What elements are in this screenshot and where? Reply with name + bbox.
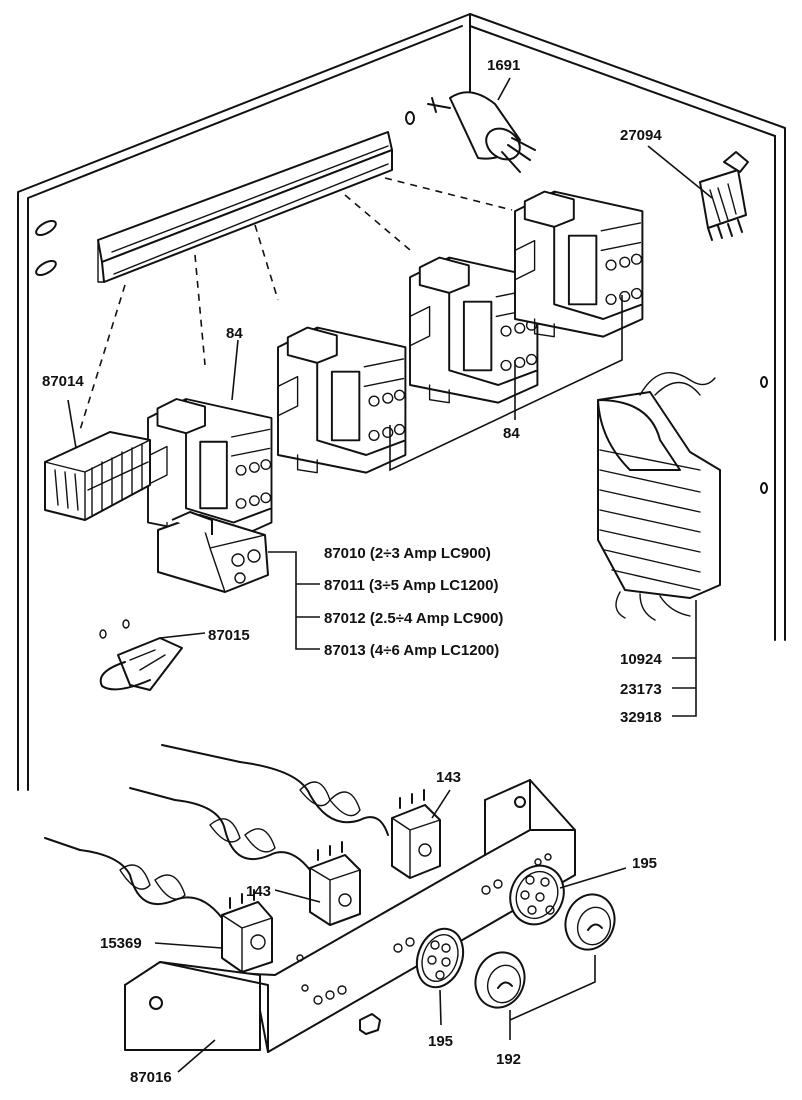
label-87011: 87011 (3÷5 Amp LC1200)	[324, 577, 498, 594]
part-192-knob-b	[564, 893, 616, 951]
part-84-contactor-d	[514, 190, 644, 338]
label-87014: 87014	[42, 373, 84, 390]
mounting-dashed-lines	[79, 177, 513, 431]
part-84-contactor-b	[277, 326, 407, 474]
part-27094-relay	[699, 151, 749, 241]
label-87015: 87015	[208, 627, 250, 644]
part-87015-sensor	[99, 619, 206, 691]
part-87014-terminal-block	[44, 399, 151, 521]
part-87016-control-panel	[124, 779, 576, 1073]
part-143-thermostat-top	[161, 744, 451, 879]
label-84-right: 84	[503, 425, 520, 442]
p84-bracket	[231, 295, 623, 472]
label-1691: 1691	[487, 57, 520, 74]
part-195-light-right	[509, 864, 627, 926]
label-87010: 87010 (2÷3 Amp LC900)	[324, 545, 491, 562]
label-87012: 87012 (2.5÷4 Amp LC900)	[324, 610, 503, 627]
part-195-light-bottom	[415, 927, 465, 1026]
din-rail	[97, 131, 393, 283]
label-195-bottom: 195	[428, 1033, 453, 1050]
label-87016: 87016	[130, 1069, 172, 1086]
label-143-mid: 143	[246, 883, 271, 900]
part-8701x-overload-relay	[157, 511, 320, 650]
part-labels: 1691 27094 84 84 87014 87010 (2÷3 Amp LC…	[42, 57, 713, 1086]
label-87013: 87013 (4÷6 Amp LC1200)	[324, 642, 499, 659]
label-27094: 27094	[620, 127, 662, 144]
label-195-right: 195	[632, 855, 657, 872]
part-1691-capacitor	[427, 91, 536, 173]
p192-leader	[509, 955, 596, 1040]
cabinet-panel	[17, 13, 786, 791]
label-32918: 32918	[620, 709, 662, 726]
part-15369-thermostat	[44, 837, 273, 973]
part-143-thermostat-mid	[129, 787, 361, 926]
part-transformer	[597, 372, 721, 717]
label-192: 192	[496, 1051, 521, 1068]
part-192-knob-a	[474, 951, 526, 1009]
label-15369: 15369	[100, 935, 142, 952]
label-84-top: 84	[226, 325, 243, 342]
label-23173: 23173	[620, 681, 662, 698]
label-10924: 10924	[620, 651, 662, 668]
label-143-top: 143	[436, 769, 461, 786]
